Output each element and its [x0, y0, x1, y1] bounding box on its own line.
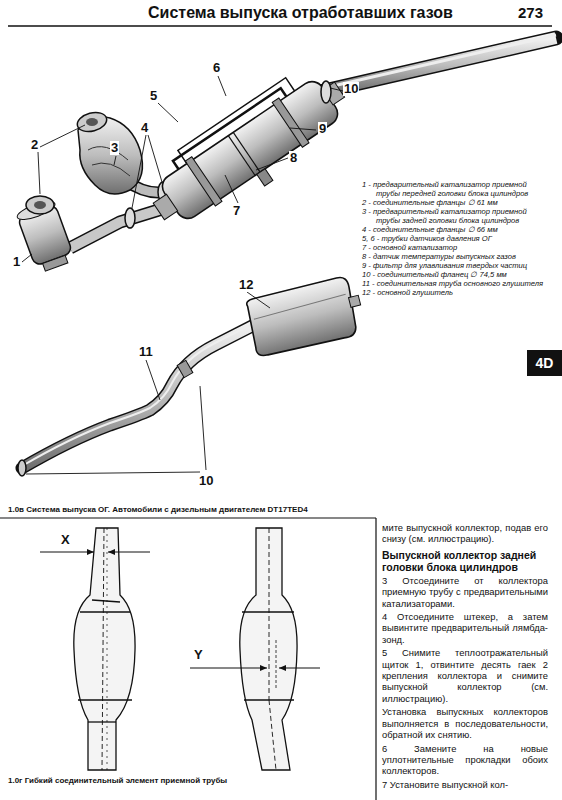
callout-number: 4 — [140, 121, 149, 135]
body-paragraph: 7 Установите выпускной кол- — [382, 779, 548, 790]
legend-line: 11 - соединительная труба основного глуш… — [362, 279, 546, 288]
body-paragraph: мите выпускной коллектор, подав его сниз… — [382, 522, 548, 545]
section-tab: 4D — [527, 350, 562, 376]
section-heading: Выпускной коллектор задней головки блока… — [382, 549, 548, 573]
legend-line: 1 - предварительный катализатор приемной… — [362, 180, 546, 198]
legend-line: 5, 6 - трубки датчиков давления ОГ — [362, 234, 546, 243]
callout-number: 8 — [289, 151, 298, 165]
tab-label: 4D — [536, 355, 554, 371]
callout-number: 3 — [110, 141, 119, 155]
callout-number: 9 — [318, 122, 327, 136]
legend-line: 12 - основной глушитель — [362, 288, 546, 297]
body-paragraph: 5 Снимите теплоотражательный щиток 1, от… — [382, 647, 548, 704]
callout-number: 5 — [149, 89, 158, 103]
callout-number: 1 — [12, 255, 21, 269]
callout-number: 7 — [232, 204, 241, 218]
legend-line: 8 - датчик температуры выпускных газов — [362, 252, 546, 261]
callout-number: 2 — [30, 138, 39, 152]
page-header: Система выпуска отработавших газов — [148, 4, 453, 22]
text-column: мите выпускной коллектор, подав его сниз… — [382, 520, 548, 790]
page-number: 273 — [518, 4, 543, 21]
legend-line: 7 - основной катализатор — [362, 243, 546, 252]
dimension-label: X — [60, 533, 71, 547]
body-paragraph: Установка выпускных коллекторов выполняе… — [382, 706, 548, 740]
callout-number: 10 — [198, 474, 214, 488]
body-paragraph: 3 Отсоедините от коллектора приемную тру… — [382, 575, 548, 609]
callout-number: 6 — [212, 61, 221, 75]
legend-line: 9 - фильтр для улавливания твердых части… — [362, 261, 546, 270]
dimension-label: Y — [193, 648, 204, 662]
callout-number: 11 — [138, 345, 154, 359]
body-paragraph: 6 Замените на новые уплотнительные прокл… — [382, 743, 548, 777]
legend-line: 4 - соединительные фланцы ∅ 66 мм — [362, 225, 546, 234]
callout-number: 10 — [343, 82, 359, 96]
figure-caption: 1.0в Система выпуска ОГ. Автомобили с ди… — [8, 505, 308, 514]
legend-line: 10 - соединительный фланец ∅ 74,5 мм — [362, 270, 546, 279]
legend-line: 3 - предварительный катализатор приемной… — [362, 207, 546, 225]
body-paragraph: 4 Отсоедините штекер, а затем вывинтите … — [382, 611, 548, 645]
figure-caption: 1.0г Гибкий соединительный элемент прием… — [8, 776, 227, 785]
legend-line: 2 - соединительные фланцы ∅ 61 мм — [362, 198, 546, 207]
callout-number: 12 — [238, 278, 254, 292]
legend-list: 1 - предварительный катализатор приемной… — [362, 180, 546, 297]
